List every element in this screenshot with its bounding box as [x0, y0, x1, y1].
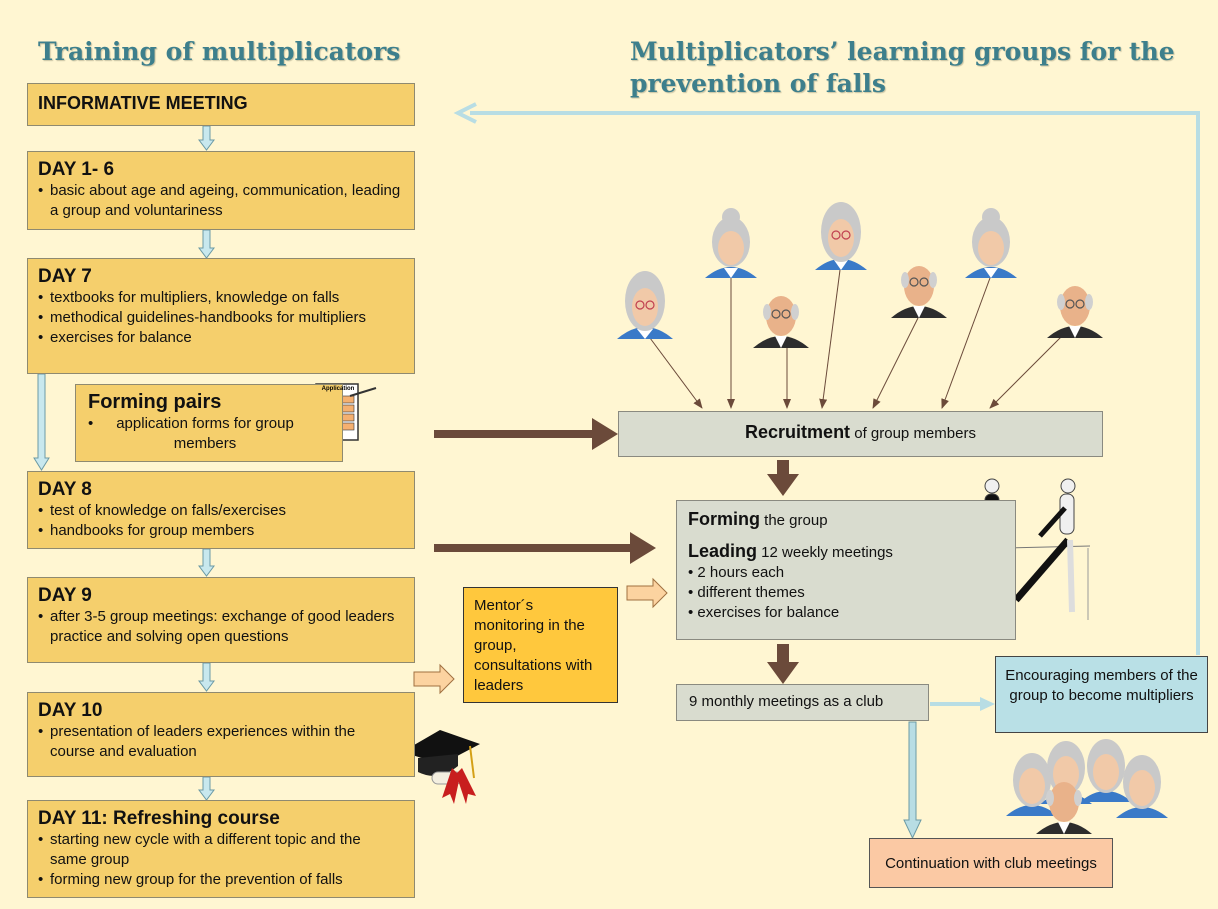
elderly-man-icon	[753, 296, 809, 348]
arrow-mentor-to-forming	[626, 577, 668, 609]
day8-item: handbooks for group members	[38, 521, 404, 541]
day8-item: test of knowledge on falls/exercises	[38, 501, 404, 521]
elderly-man-icon	[891, 266, 947, 318]
left-section-title: Training of multiplicators	[38, 37, 401, 66]
down-arrow-5	[198, 776, 215, 801]
elderly-woman-icon	[965, 208, 1017, 278]
day1-6-box: DAY 1- 6 basic about age and ageing, com…	[27, 151, 415, 230]
day7-item: textbooks for multipliers, knowledge on …	[38, 288, 404, 308]
recruitment-label: Recruitment	[745, 422, 851, 442]
day11-box: DAY 11: Refreshing course starting new c…	[27, 800, 415, 898]
day10-box: DAY 10 presentation of leaders experienc…	[27, 692, 415, 777]
recruitment-box: Recruitment of group members	[618, 411, 1103, 457]
mentor-monitoring-box: Mentor´s monitoring in the group, consul…	[463, 587, 618, 703]
down-arrow-2	[198, 229, 215, 259]
arrow-monthly-to-encouraging	[930, 697, 995, 711]
graduation-cap-icon	[402, 730, 480, 804]
leading-label: Leading	[688, 541, 758, 561]
day9-heading: DAY 9	[38, 585, 92, 606]
down-arrow-1	[198, 125, 215, 151]
monthly-meetings-box: 9 monthly meetings as a club	[676, 684, 929, 721]
day7-heading: DAY 7	[38, 266, 92, 287]
arrow-pairs-to-recruitment	[434, 418, 618, 450]
right-section-title: Multiplicators’ learning groups for the …	[630, 37, 1175, 98]
elderly-woman-icon	[617, 271, 673, 339]
elderly-woman-icon	[815, 202, 867, 270]
elderly-woman-icon	[705, 208, 757, 278]
day7-box: DAY 7 textbooks for multipliers, knowled…	[27, 258, 415, 374]
day7-item: exercises for balance	[38, 328, 404, 348]
down-arrow-4	[198, 662, 215, 692]
arrow-to-mentor	[413, 663, 455, 695]
informative-meeting-label: INFORMATIVE MEETING	[38, 93, 248, 113]
arrow-monthly-to-continuation	[903, 721, 922, 840]
recruitment-text: of group members	[850, 425, 976, 442]
forming-leading-box: Forming the group Leading 12 weekly meet…	[676, 500, 1016, 640]
day9-box: DAY 9 after 3-5 group meetings: exchange…	[27, 577, 415, 663]
forming-text: the group	[760, 512, 828, 529]
day1-6-item: basic about age and ageing, communicatio…	[38, 181, 404, 221]
leading-item: • different themes	[688, 584, 805, 601]
day11-heading: DAY 11: Refreshing course	[38, 808, 280, 829]
arrow-recruitment-to-forming	[767, 460, 799, 496]
forming-pairs-box: Forming pairs application forms for grou…	[75, 384, 343, 462]
down-arrow-day7-day8	[33, 373, 50, 471]
forming-pairs-item: application forms for group members	[88, 414, 310, 454]
informative-meeting-box: INFORMATIVE MEETING	[27, 83, 415, 126]
encouraging-box: Encouraging members of the group to beco…	[995, 656, 1208, 733]
day9-item: after 3-5 group meetings: exchange of go…	[38, 607, 404, 647]
forming-pairs-heading: Forming pairs	[88, 391, 222, 413]
down-arrow-3	[198, 548, 215, 577]
group-of-people-icon	[1006, 739, 1168, 834]
arrow-day8-to-forming	[434, 532, 656, 564]
day11-item: starting new cycle with a different topi…	[38, 830, 404, 870]
day11-item: forming new group for the prevention of …	[38, 870, 404, 890]
day10-item: presentation of leaders experiences with…	[38, 722, 404, 762]
elderly-man-icon	[1047, 286, 1103, 338]
day1-6-heading: DAY 1- 6	[38, 159, 115, 180]
forming-label: Forming	[688, 509, 760, 529]
leading-item: • 2 hours each	[688, 564, 785, 581]
leading-text: 12 weekly meetings	[757, 544, 893, 561]
day8-heading: DAY 8	[38, 479, 92, 500]
day7-item: methodical guidelines-handbooks for mult…	[38, 308, 404, 328]
day8-box: DAY 8 test of knowledge on falls/exercis…	[27, 471, 415, 549]
leading-item: • exercises for balance	[688, 604, 840, 621]
application-form-label: Application	[321, 386, 355, 392]
feedback-loop-arrow	[453, 102, 1200, 655]
day10-heading: DAY 10	[38, 700, 103, 721]
arrow-leading-to-monthly	[767, 644, 799, 684]
continuation-box: Continuation with club meetings	[869, 838, 1113, 888]
